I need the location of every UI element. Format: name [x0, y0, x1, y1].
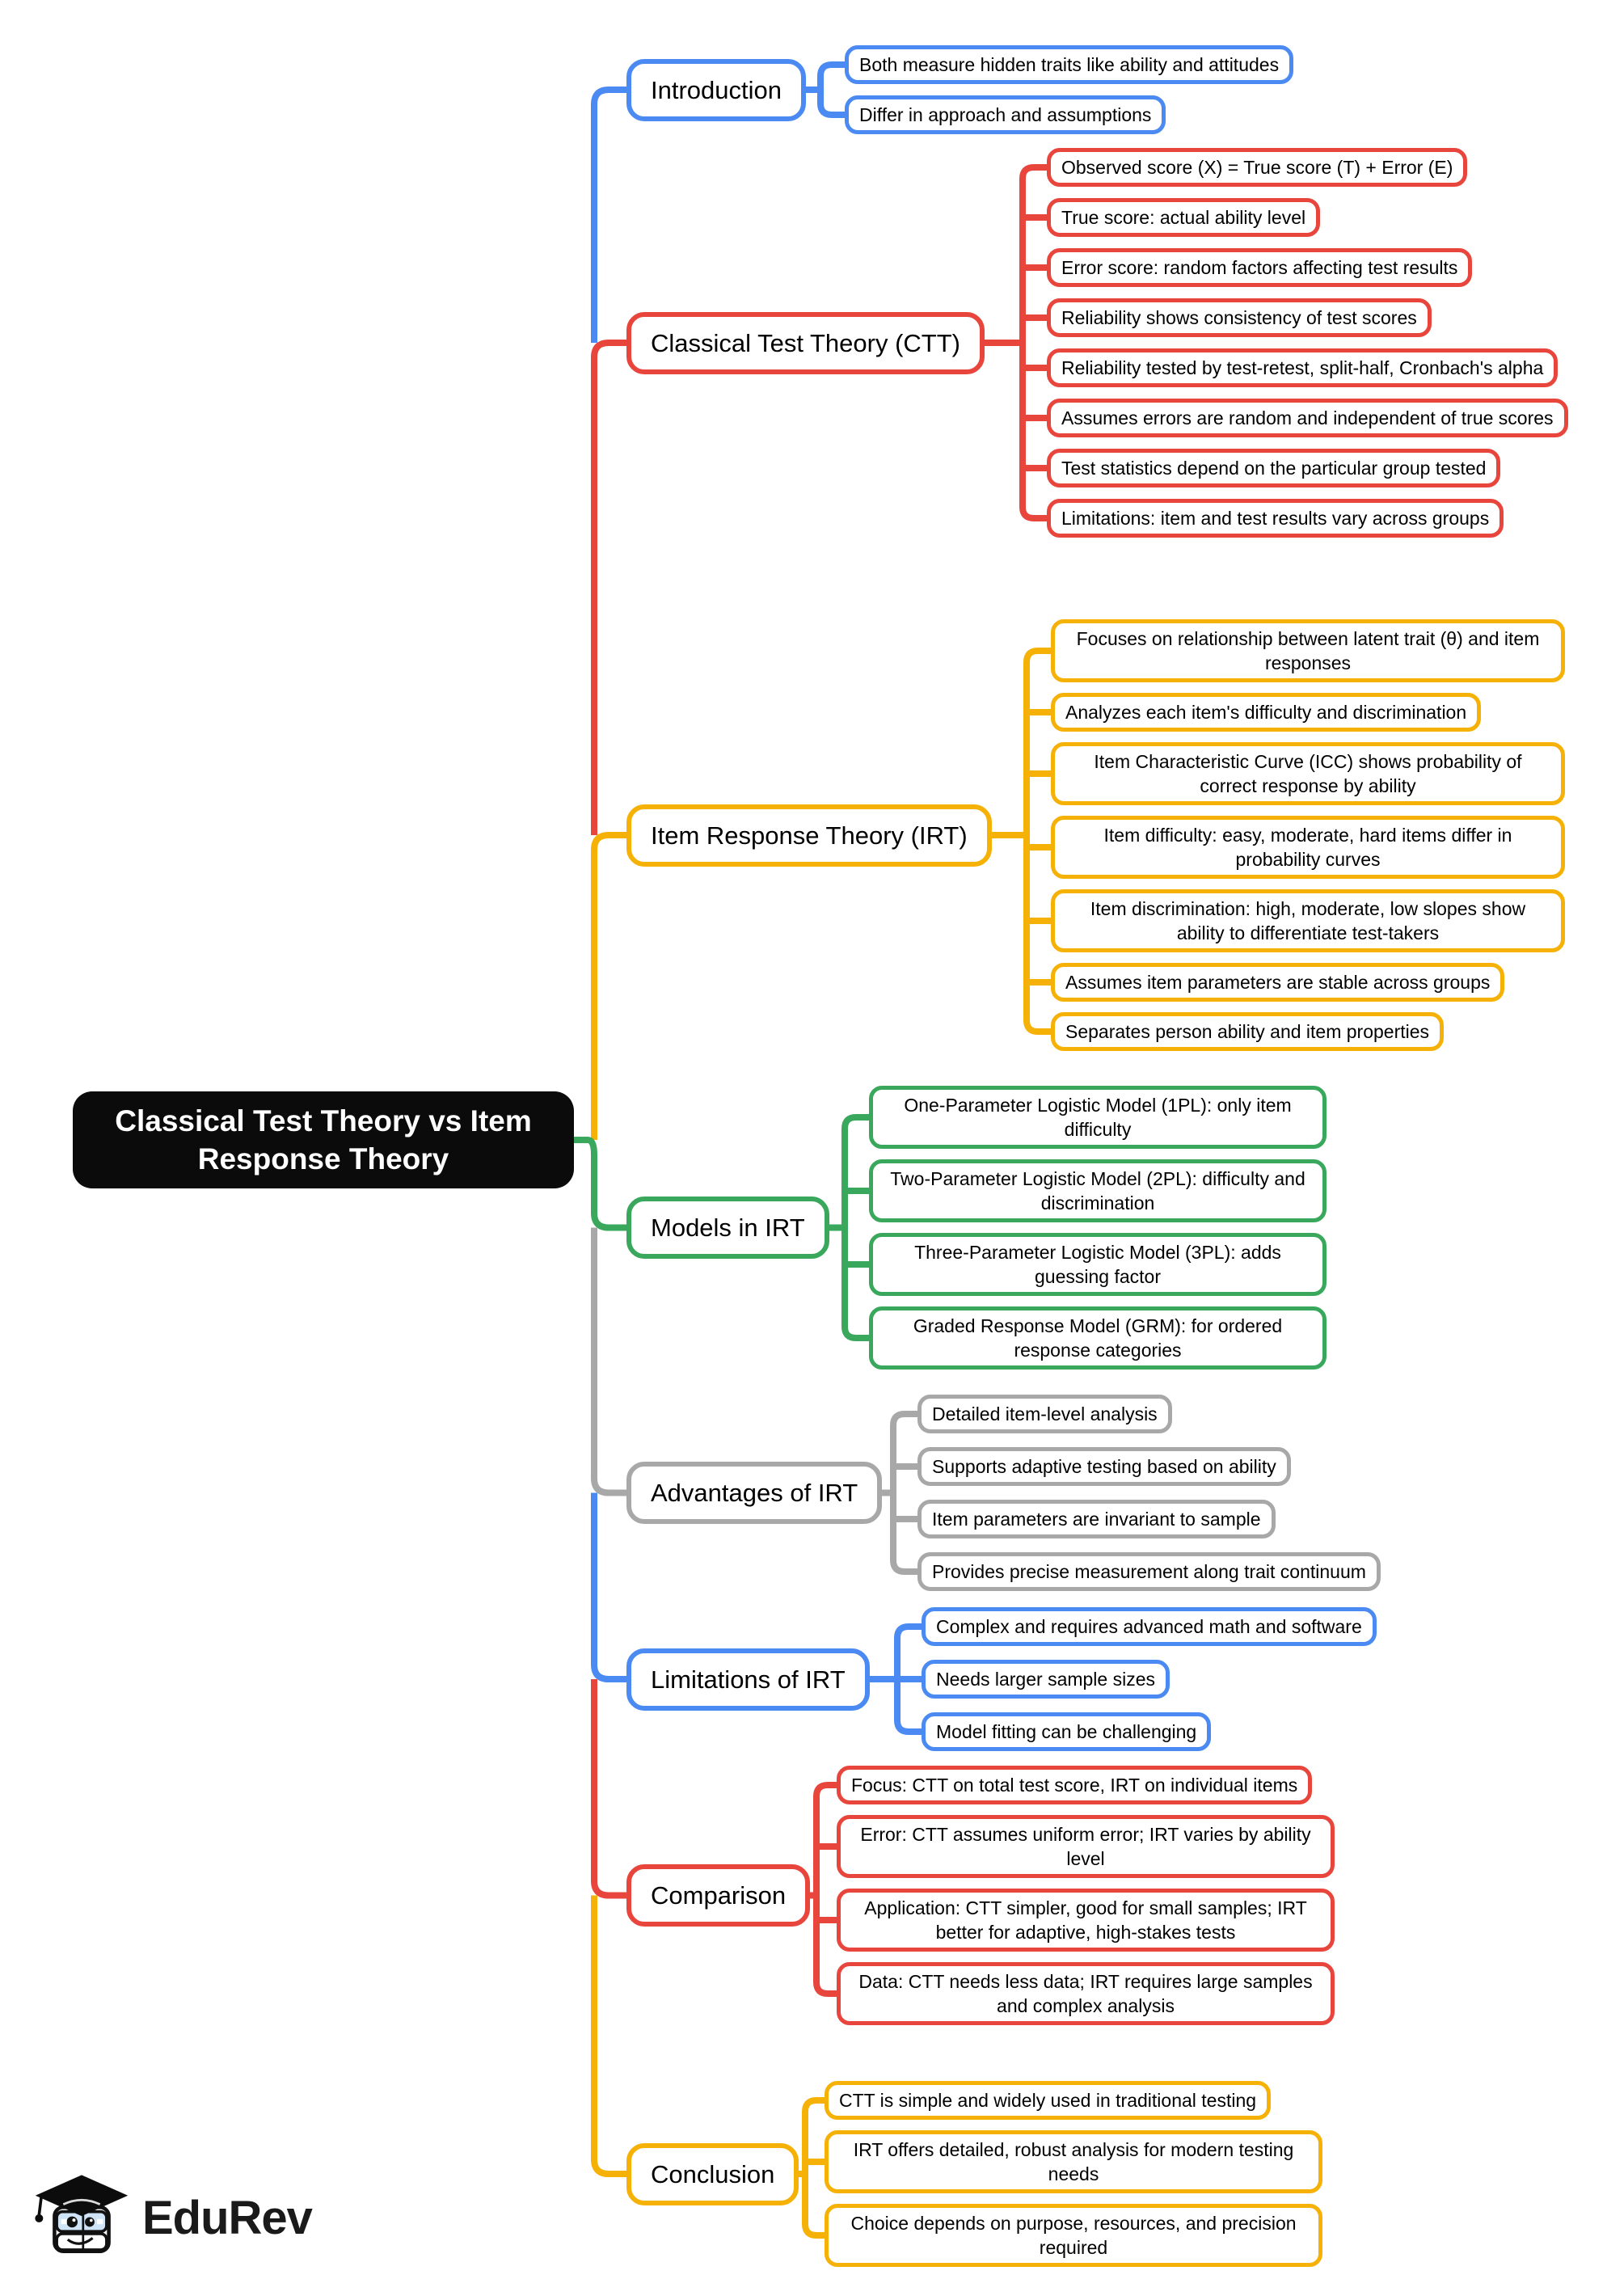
branch-leaves-conclusion: CTT is simple and widely used in traditi… — [825, 2081, 1322, 2267]
branch-leaves-models-in-irt: One-Parameter Logistic Model (1PL): only… — [869, 1086, 1327, 1370]
leaf-node: Supports adaptive testing based on abili… — [917, 1447, 1291, 1486]
leaf-node: Item difficulty: easy, moderate, hard it… — [1051, 816, 1565, 879]
leaf-node: Choice depends on purpose, resources, an… — [825, 2204, 1322, 2267]
branch-leaves-comparison: Focus: CTT on total test score, IRT on i… — [837, 1766, 1335, 2025]
branch-node-conclusion: Conclusion — [626, 2143, 799, 2206]
leaf-node: Assumes item parameters are stable acros… — [1051, 963, 1505, 1002]
branch-node-comparison: Comparison — [626, 1864, 811, 1927]
trunk-connector — [591, 1895, 626, 2177]
leaf-node: Test statistics depend on the particular… — [1047, 449, 1501, 487]
leaf-spine-connector — [813, 1782, 837, 1997]
branch-node-limitations-of-irt: Limitations of IRT — [626, 1648, 870, 1711]
trunk-connector — [591, 1227, 626, 1496]
leaf-spine-connector — [841, 1114, 869, 1341]
leaf-node: Both measure hidden traits like ability … — [845, 45, 1294, 84]
branch-leaves-limitations-of-irt: Complex and requires advanced math and s… — [922, 1607, 1377, 1751]
trunk-connector — [569, 1137, 626, 1231]
graduation-cap-mascot-icon — [35, 2175, 129, 2254]
leaf-node: Item Characteristic Curve (ICC) shows pr… — [1051, 742, 1565, 805]
edurev-logo: EduRev — [34, 2173, 313, 2262]
leaf-node: One-Parameter Logistic Model (1PL): only… — [869, 1086, 1327, 1149]
leaf-node: Limitations: item and test results vary … — [1047, 499, 1504, 538]
trunk-connector — [591, 1679, 626, 1899]
trunk-connector — [591, 87, 626, 343]
trunk-connector — [591, 832, 626, 1140]
central-topic-node: Classical Test Theory vs Item Response T… — [73, 1091, 574, 1188]
leaf-node: Error score: random factors affecting te… — [1047, 248, 1473, 287]
leaf-node: Focus: CTT on total test score, IRT on i… — [837, 1766, 1313, 1804]
leaf-node: Reliability shows consistency of test sc… — [1047, 298, 1432, 337]
leaf-node: Focuses on relationship between latent t… — [1051, 619, 1565, 682]
leaf-node: Three-Parameter Logistic Model (3PL): ad… — [869, 1233, 1327, 1296]
edurev-logo-text: EduRev — [142, 2191, 313, 2244]
leaf-node: Graded Response Model (GRM): for ordered… — [869, 1306, 1327, 1370]
leaf-spine-connector — [1023, 648, 1051, 1035]
branch-leaves-introduction: Both measure hidden traits like ability … — [845, 45, 1294, 134]
leaf-node: True score: actual ability level — [1047, 198, 1321, 237]
leaf-spine-connector — [817, 61, 845, 118]
leaf-node: Error: CTT assumes uniform error; IRT va… — [837, 1815, 1335, 1878]
leaf-node: Observed score (X) = True score (T) + Er… — [1047, 148, 1468, 187]
trunk-connector — [591, 340, 626, 835]
leaf-node: CTT is simple and widely used in traditi… — [825, 2081, 1272, 2120]
leaf-node: Item discrimination: high, moderate, low… — [1051, 889, 1565, 952]
leaf-node: Data: CTT needs less data; IRT requires … — [837, 1962, 1335, 2025]
leaf-node: Application: CTT simpler, good for small… — [837, 1889, 1335, 1952]
leaf-node: Separates person ability and item proper… — [1051, 1012, 1445, 1051]
leaf-spine-connector — [1019, 164, 1047, 521]
branch-node-introduction: Introduction — [626, 59, 806, 122]
branch-leaves-classical-test-theory-ctt: Observed score (X) = True score (T) + Er… — [1047, 148, 1568, 538]
branch-node-item-response-theory-irt: Item Response Theory (IRT) — [626, 804, 992, 867]
branch-node-models-in-irt: Models in IRT — [626, 1197, 829, 1260]
leaf-node: Reliability tested by test-retest, split… — [1047, 348, 1558, 387]
leaf-spine-connector — [894, 1623, 922, 1735]
leaf-node: Assumes errors are random and independen… — [1047, 399, 1568, 437]
trunk-connector — [591, 1492, 626, 1682]
leaf-node: Item parameters are invariant to sample — [917, 1500, 1276, 1538]
branch-node-classical-test-theory-ctt: Classical Test Theory (CTT) — [626, 312, 985, 375]
leaf-node: Two-Parameter Logistic Model (2PL): diff… — [869, 1159, 1327, 1222]
leaf-node: Provides precise measurement along trait… — [917, 1552, 1381, 1591]
leaf-spine-connector — [890, 1411, 917, 1575]
leaf-node: Analyzes each item's difficulty and disc… — [1051, 693, 1482, 732]
leaf-node: Needs larger sample sizes — [922, 1660, 1170, 1699]
branch-leaves-item-response-theory-irt: Focuses on relationship between latent t… — [1051, 619, 1565, 1051]
leaf-node: Detailed item-level analysis — [917, 1395, 1172, 1433]
leaf-node: Model fitting can be challenging — [922, 1712, 1212, 1751]
branch-node-advantages-of-irt: Advantages of IRT — [626, 1462, 883, 1525]
leaf-node: Differ in approach and assumptions — [845, 95, 1166, 134]
leaf-node: Complex and requires advanced math and s… — [922, 1607, 1377, 1646]
leaf-spine-connector — [802, 2097, 825, 2239]
leaf-node: IRT offers detailed, robust analysis for… — [825, 2130, 1322, 2193]
